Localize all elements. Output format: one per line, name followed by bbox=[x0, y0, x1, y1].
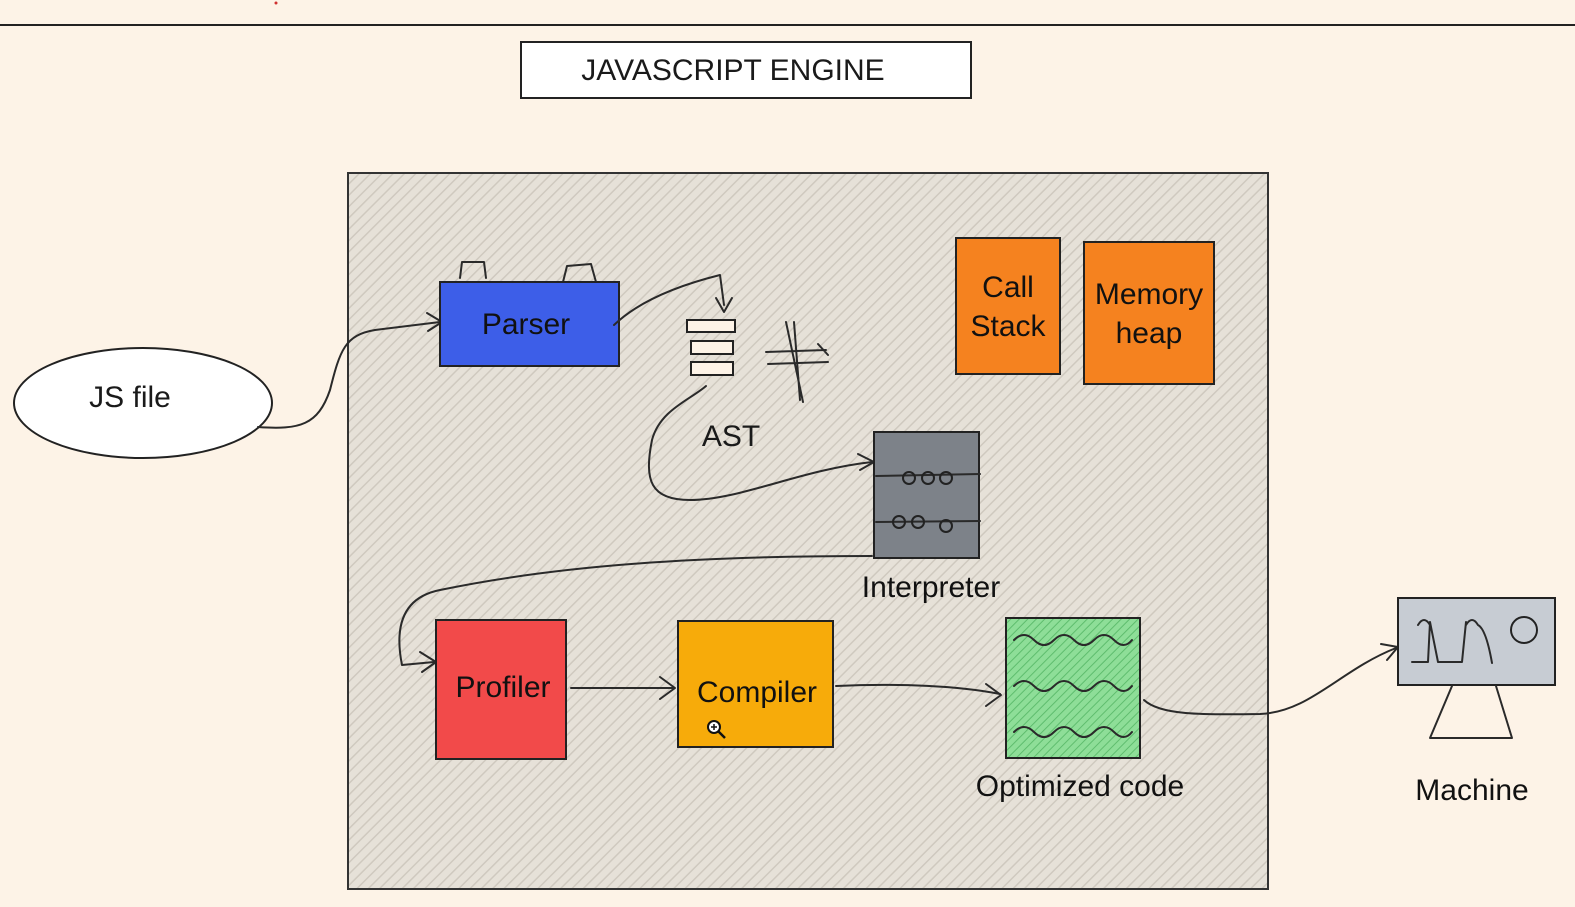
arrow-head-icon bbox=[715, 297, 733, 313]
interpreter-label: Interpreter bbox=[862, 571, 1000, 604]
memory-heap-label-1: Memory bbox=[1095, 278, 1203, 311]
memory-heap-label-2: heap bbox=[1116, 317, 1183, 350]
call-stack-node: Call Stack bbox=[955, 237, 1061, 375]
diagram-title: JAVASCRIPT ENGINE bbox=[581, 54, 884, 87]
arrow-head-icon bbox=[659, 676, 676, 700]
arrow-head-icon bbox=[1380, 643, 1399, 661]
ast-tree-sketch bbox=[765, 321, 829, 403]
arrow-compiler-to-optimized bbox=[835, 683, 1001, 695]
optimized-code-label: Optimized code bbox=[976, 770, 1184, 803]
memory-heap-node: Memory heap bbox=[1083, 241, 1215, 385]
profiler-node: Profiler bbox=[435, 619, 567, 760]
optimized-code-node: Optimized code bbox=[976, 617, 1184, 803]
interpreter-node: Interpreter bbox=[862, 431, 1000, 604]
arrow-ast-to-interpreter bbox=[647, 385, 873, 501]
compiler-node: Compiler bbox=[677, 620, 834, 748]
arrow-head-icon bbox=[985, 683, 1002, 707]
title-box: JAVASCRIPT ENGINE bbox=[520, 41, 972, 99]
arrow-interpreter-to-profiler bbox=[398, 555, 873, 666]
profiler-label: Profiler bbox=[455, 671, 550, 704]
parser-handle-right bbox=[562, 263, 597, 283]
machine-node: Machine bbox=[1397, 597, 1556, 807]
monitor-stand bbox=[1429, 685, 1513, 739]
arrow-jsfile-to-parser bbox=[257, 321, 441, 429]
zoom-in-cursor-icon bbox=[707, 720, 726, 739]
ast-node: AST bbox=[686, 319, 829, 453]
call-stack-label-2: Stack bbox=[970, 310, 1046, 343]
monitor-waveform bbox=[1411, 619, 1493, 664]
compiler-label: Compiler bbox=[697, 676, 817, 709]
monitor-knob bbox=[1510, 616, 1538, 644]
parser-handle-left bbox=[459, 261, 487, 279]
arrow-parser-to-ast bbox=[613, 274, 725, 326]
parser-label: Parser bbox=[482, 308, 570, 341]
ast-label: AST bbox=[702, 420, 760, 453]
js-file-label: JS file bbox=[89, 381, 171, 414]
machine-label: Machine bbox=[1415, 774, 1528, 807]
code-squiggles bbox=[1013, 634, 1133, 738]
parser-node: Parser bbox=[439, 261, 620, 367]
arrow-optimized-to-machine bbox=[1143, 647, 1397, 716]
js-file-node: JS file bbox=[13, 347, 273, 459]
call-stack-label-1: Call bbox=[982, 271, 1034, 304]
red-dot bbox=[274, 1, 278, 5]
